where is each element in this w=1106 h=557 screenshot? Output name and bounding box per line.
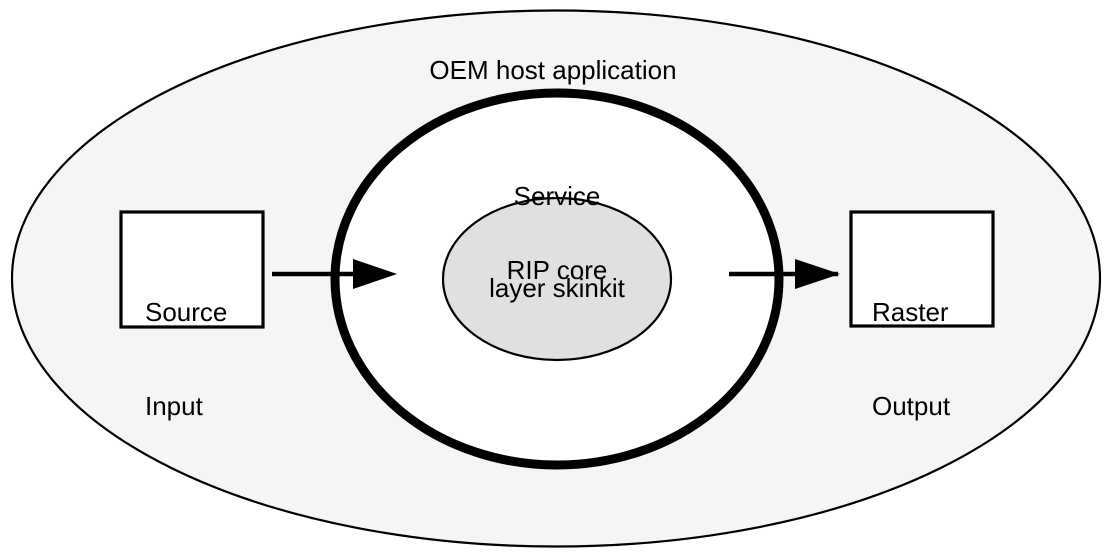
rip-core-ellipse	[441, 196, 673, 362]
raster-output-box	[849, 210, 995, 328]
input-arrow	[272, 259, 397, 289]
output-arrow	[729, 259, 840, 289]
source-input-box	[119, 210, 265, 329]
